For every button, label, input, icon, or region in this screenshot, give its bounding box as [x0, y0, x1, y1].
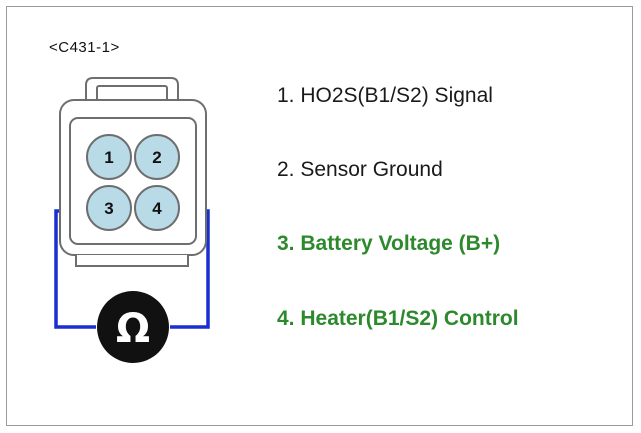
- pin-3-number: 3: [104, 199, 113, 218]
- pin-description-2: 2. Sensor Ground: [277, 158, 443, 181]
- pin-description-3: 3. Battery Voltage (B+): [277, 232, 501, 255]
- ohm-symbol: Ω: [116, 306, 150, 352]
- connector-housing: [59, 77, 207, 267]
- pin-description-1: 1. HO2S(B1/S2) Signal: [277, 84, 493, 107]
- pin-2-number: 2: [152, 148, 161, 167]
- pin-2-circle: [134, 134, 180, 180]
- connector-id-label: <C431-1>: [49, 39, 120, 56]
- pin-description-4: 4. Heater(B1/S2) Control: [277, 307, 519, 330]
- pin-4-circle: [134, 185, 180, 231]
- pin-1-number: 1: [104, 148, 113, 167]
- ohmmeter-icon: [97, 291, 169, 363]
- pin-1-circle: [86, 134, 132, 180]
- connector-pins: [86, 134, 180, 231]
- pin-3-circle: [86, 185, 132, 231]
- pin-4-number: 4: [152, 199, 162, 218]
